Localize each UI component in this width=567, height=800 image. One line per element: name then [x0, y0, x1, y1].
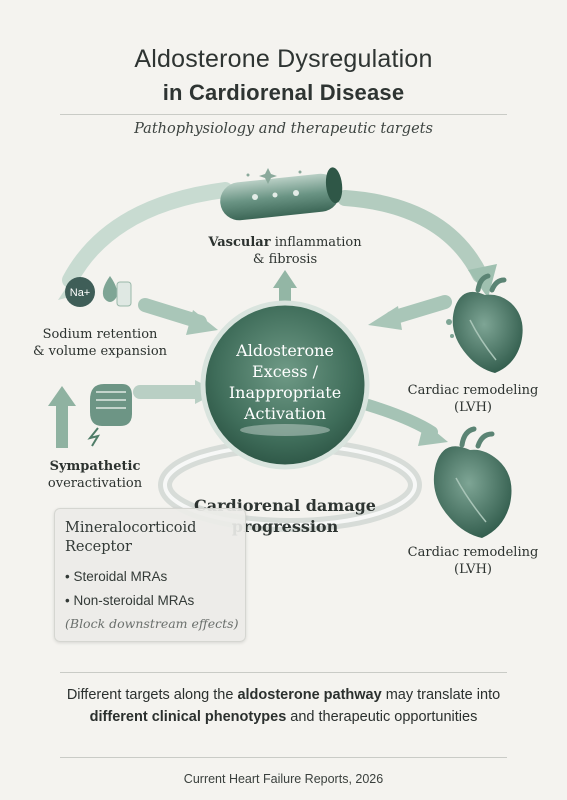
summary-b1: aldosterone pathway: [237, 687, 382, 703]
title-divider: [60, 114, 507, 115]
mr-item-steroidal: • Steroidal MRAs: [65, 569, 168, 584]
sodium-label: Sodium retention & volume expansion: [20, 326, 180, 360]
title-line-1: Aldosterone Dysregulation: [134, 45, 433, 73]
cardiac-upper-label: Cardiac remodeling (LVH): [398, 382, 548, 416]
heart-icon-lower: [433, 426, 512, 538]
core-line-3: Inappropriate: [228, 383, 342, 402]
subtitle: Pathophysiology and therapeutic targets: [134, 121, 433, 137]
sympathetic-label-bold: Sympathetic: [49, 459, 141, 474]
core-circle: [200, 300, 370, 470]
cardiac-lower-label: Cardiac remodeling (LVH): [398, 544, 548, 578]
cardiac-upper-line2: (LVH): [454, 400, 492, 415]
sympathetic-label-line2: overactivation: [47, 476, 143, 491]
arrow-sodium-to-vascular: [62, 182, 233, 288]
vascular-label-rest: inflammation: [270, 235, 362, 250]
sympathetic-label: Sympathetic overactivation: [30, 458, 160, 492]
sodium-icon: [65, 276, 132, 307]
mr-title-line1: Mineralocorticoid: [65, 520, 197, 536]
cardiac-lower-line2: (LVH): [454, 562, 492, 577]
vascular-label-line2: & fibrosis: [252, 252, 318, 267]
mr-target-box: Mineralocorticoid Receptor • Steroidal M…: [54, 508, 246, 642]
citation-divider: [60, 757, 507, 758]
vascular-label-bold: Vascular: [208, 235, 271, 250]
title-line-2: in Cardiorenal Disease: [162, 80, 405, 105]
mr-title-line2: Receptor: [65, 539, 132, 555]
damage-line-2: progression: [231, 517, 339, 536]
summary-text: Different targets along the aldosterone …: [40, 684, 527, 728]
fist-icon: [87, 384, 132, 447]
arrow-vascular-to-cardiac: [337, 190, 488, 283]
citation: Current Heart Failure Reports, 2026: [183, 772, 384, 786]
sodium-label-line1: Sodium retention: [42, 327, 158, 342]
page-title: Aldosterone Dysregulation in Cardiorenal…: [0, 42, 567, 110]
core-line-2: Excess /: [251, 362, 319, 381]
blood-vessel-icon: [220, 167, 343, 221]
vascular-label: Vascular inflammation & fibrosis: [200, 234, 370, 268]
damage-label: Cardiorenal damage progression: [185, 495, 385, 537]
summary-p2: may translate into: [381, 687, 501, 703]
footer-divider: [60, 672, 507, 673]
mr-box-title: Mineralocorticoid Receptor: [65, 519, 245, 557]
pathway-diagram: [48, 167, 523, 538]
sodium-label-line2: & volume expansion: [32, 344, 168, 359]
core-line-1: Aldosterone: [236, 341, 334, 360]
core-line-4: Activation: [243, 404, 327, 423]
arrow-cardiac-to-core: [385, 295, 452, 325]
mr-item-nonsteroidal: • Non-steroidal MRAs: [65, 593, 195, 608]
summary-b2: different clinical phenotypes: [89, 709, 287, 725]
sodium-badge: Na+: [69, 287, 91, 299]
heart-icon-upper: [446, 273, 523, 373]
core-label: Aldosterone Excess / Inappropriate Activ…: [205, 340, 365, 424]
cardiac-lower-line1: Cardiac remodeling: [407, 545, 539, 560]
summary-p3: and therapeutic opportunities: [286, 709, 478, 725]
summary-p1: Different targets along the: [66, 687, 238, 703]
cardiac-upper-line1: Cardiac remodeling: [407, 383, 539, 398]
mr-box-note: (Block downstream effects): [65, 616, 239, 631]
